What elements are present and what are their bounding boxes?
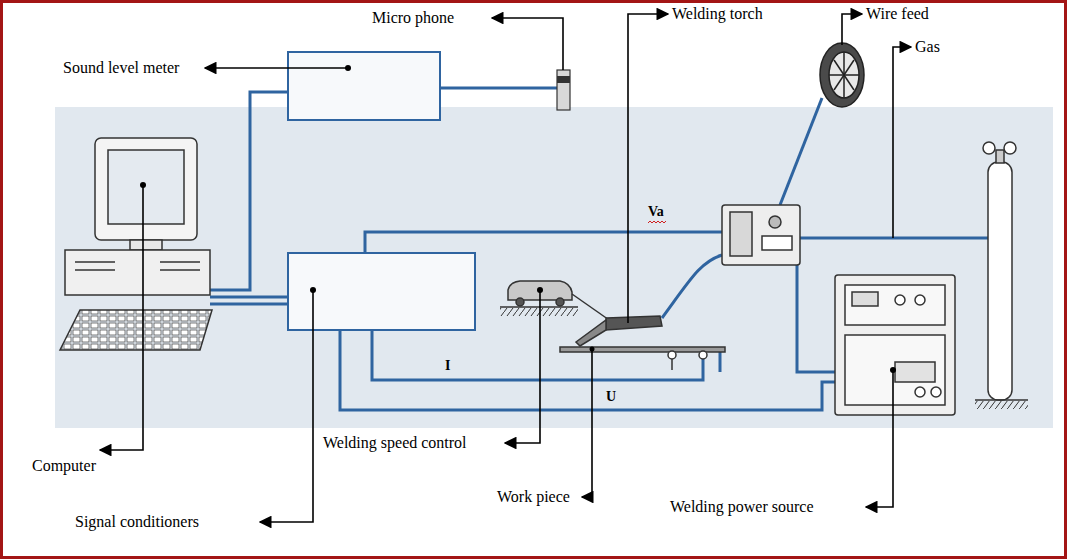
- background-panel: [55, 107, 1053, 428]
- welding-power-source: [835, 275, 955, 415]
- sound-level-meter-box: [288, 52, 440, 120]
- welding-carriage: [500, 281, 612, 322]
- spellcheck-underline: [648, 221, 666, 223]
- signal-cables: [210, 88, 990, 410]
- signal-label: I: [445, 357, 450, 375]
- leader-lines: [100, 14, 911, 522]
- part-label: Welding speed control: [323, 434, 467, 452]
- signal-label: Va: [648, 203, 664, 221]
- gas-cylinder: [975, 142, 1028, 409]
- signal-label: U: [606, 388, 616, 406]
- microphone: [557, 70, 570, 110]
- signal-conditioner-box: [288, 253, 475, 330]
- part-label: Work piece: [497, 488, 570, 506]
- leader-dots: [140, 65, 896, 373]
- part-label: Wire feed: [866, 5, 929, 23]
- welding-torch: [576, 316, 662, 346]
- part-label: Micro phone: [372, 9, 454, 27]
- part-label: Computer: [32, 457, 96, 475]
- part-label: Signal conditioners: [75, 513, 199, 531]
- part-label: Welding torch: [672, 5, 763, 23]
- computer: [60, 138, 212, 350]
- part-label: Sound level meter: [63, 59, 179, 77]
- wire-spool: [820, 43, 864, 107]
- work-piece: [560, 347, 725, 370]
- part-label: Welding power source: [670, 498, 814, 516]
- part-label: Gas: [915, 38, 940, 56]
- wire-feeder: [722, 205, 800, 265]
